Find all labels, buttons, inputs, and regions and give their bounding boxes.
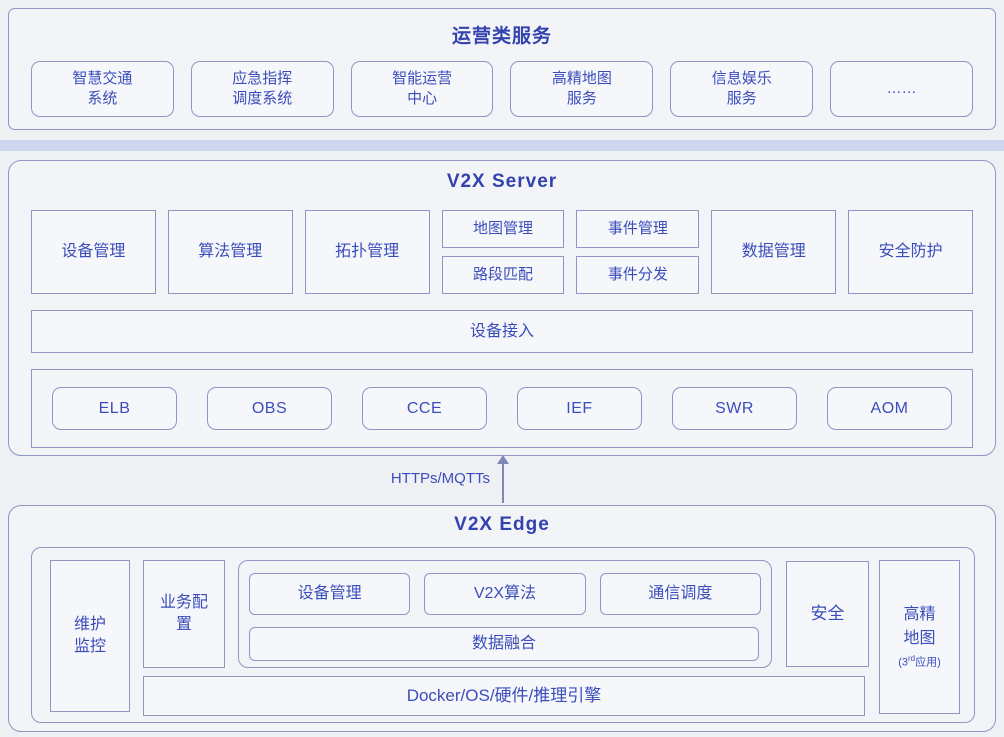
v2x-edge-section: V2X Edge 维护 监控 业务配 置 设备管理 V2X算法 通信调度 bbox=[8, 505, 996, 732]
server-box-road-matching: 路段匹配 bbox=[441, 256, 565, 294]
cloud-service-cce: CCE bbox=[362, 387, 487, 430]
cloud-services-container: ELB OBS CCE IEF SWR AOM bbox=[31, 369, 973, 448]
ops-box-infotainment-service: 信息娱乐 服务 bbox=[670, 61, 814, 117]
server-module-row: 设备管理 算法管理 拓扑管理 地图管理 路段匹配 事件管理 事件分发 数据管理 bbox=[31, 210, 974, 294]
edge-box-v2x-algorithm: V2X算法 bbox=[424, 573, 586, 615]
server-box-data-mgmt: 数据管理 bbox=[711, 210, 837, 294]
edge-box-device-mgmt: 设备管理 bbox=[249, 573, 411, 615]
operations-section: 运营类服务 智慧交通 系统 应急指挥 调度系统 智能运营 中心 高精地图 服务 … bbox=[8, 8, 996, 130]
cloud-service-obs: OBS bbox=[207, 387, 332, 430]
cloud-service-aom: AOM bbox=[827, 387, 952, 430]
edge-box-comm-scheduling: 通信调度 bbox=[599, 573, 761, 615]
ops-box-emergency-dispatch: 应急指挥 调度系统 bbox=[190, 61, 334, 117]
edge-box-maintenance-monitoring: 维护 监控 bbox=[50, 560, 130, 712]
v2x-server-section: V2X Server 设备管理 算法管理 拓扑管理 地图管理 路段匹配 事件管理… bbox=[8, 160, 996, 456]
docker-platform-bar: Docker/OS/硬件/推理引擎 bbox=[143, 676, 865, 716]
ops-box-ellipsis: …… bbox=[830, 61, 973, 117]
server-box-algorithm-mgmt: 算法管理 bbox=[167, 210, 293, 294]
cloud-service-elb: ELB bbox=[52, 387, 177, 430]
edge-fusion-group: 设备管理 V2X算法 通信调度 数据融合 bbox=[238, 560, 772, 668]
server-box-event-mgmt: 事件管理 bbox=[576, 210, 700, 248]
server-box-security-protection: 安全防护 bbox=[848, 210, 974, 294]
server-stacked-event-column: 事件管理 事件分发 bbox=[576, 210, 700, 294]
operations-section-title: 运营类服务 bbox=[451, 26, 552, 47]
cloud-service-swr: SWR bbox=[672, 387, 797, 430]
ops-box-hd-map-service: 高精地图 服务 bbox=[510, 61, 654, 117]
up-arrow-icon bbox=[497, 455, 509, 464]
server-stacked-map-column: 地图管理 路段匹配 bbox=[441, 210, 565, 294]
edge-box-business-config: 业务配 置 bbox=[143, 560, 225, 668]
edge-module-row: 设备管理 V2X算法 通信调度 bbox=[249, 573, 761, 615]
cloud-service-ief: IEF bbox=[517, 387, 642, 430]
edge-box-security: 安全 bbox=[786, 561, 869, 667]
server-box-topology-mgmt: 拓扑管理 bbox=[304, 210, 430, 294]
ops-box-intelligent-operation-center: 智能运营 中心 bbox=[350, 61, 494, 117]
server-box-device-mgmt: 设备管理 bbox=[31, 210, 156, 294]
section-divider-bar bbox=[0, 140, 1004, 151]
protocol-label: HTTPs/MQTTs bbox=[390, 470, 490, 487]
edge-box-hd-map: 高精 地图 (3rd应用) bbox=[879, 560, 960, 714]
data-fusion-bar: 数据融合 bbox=[249, 627, 759, 661]
operations-box-row: 智慧交通 系统 应急指挥 调度系统 智能运营 中心 高精地图 服务 信息娱乐 服… bbox=[31, 61, 973, 117]
server-box-map-mgmt: 地图管理 bbox=[441, 210, 565, 248]
up-arrow-line bbox=[502, 463, 504, 503]
server-box-event-dispatch: 事件分发 bbox=[576, 256, 700, 294]
edge-inner-panel: 维护 监控 业务配 置 设备管理 V2X算法 通信调度 数据融合 bbox=[31, 547, 975, 723]
v2x-edge-title: V2X Edge bbox=[454, 514, 550, 535]
ops-box-smart-traffic: 智慧交通 系统 bbox=[31, 61, 174, 117]
hd-map-3rd-party-note: (3rd应用) bbox=[898, 654, 941, 669]
device-access-bar: 设备接入 bbox=[31, 310, 973, 353]
v2x-server-title: V2X Server bbox=[446, 171, 558, 192]
